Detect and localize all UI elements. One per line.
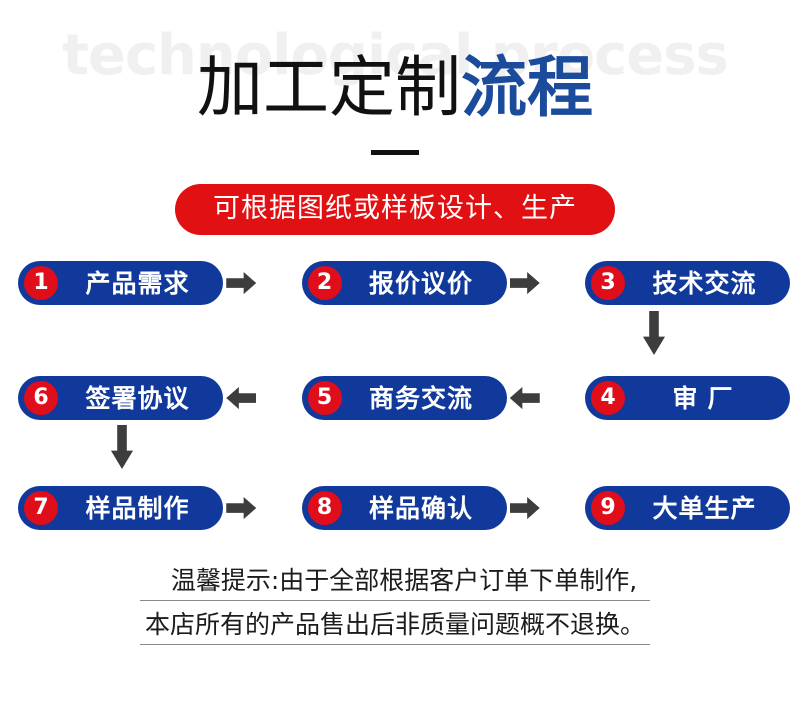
page-title-main: 加工定制 (197, 49, 461, 126)
banner-container: 可根据图纸或样板设计、生产 (0, 184, 790, 236)
connector-slot-1 (223, 271, 260, 295)
flow-row-3: 7 样品制作 8 样品确认 9 大单生产 (0, 484, 790, 532)
flow-step-6[interactable]: 6 签署协议 (18, 376, 223, 421)
page-title: 加工定制流程 (0, 55, 790, 121)
step-label-2: 报价议价 (368, 268, 473, 298)
flow-step-7[interactable]: 7 样品制作 (18, 486, 223, 531)
arrow-left-icon (226, 387, 257, 410)
footer-note-line-1: 温馨提示:由于全部根据客户订单下单制作, (140, 565, 650, 601)
connector-slot-4 (507, 386, 544, 410)
arrow-right-icon (226, 497, 257, 520)
flow-cell-1: 1 产品需求 (18, 261, 223, 306)
step-number-badge-8: 8 (307, 491, 342, 526)
flow-cell-2: 2 报价议价 (301, 261, 507, 306)
flow-cell-8: 8 样品确认 (301, 486, 507, 531)
watermark-text: technological process (62, 23, 729, 88)
arrow-down-icon (110, 425, 134, 470)
flow-step-9[interactable]: 9 大单生产 (585, 486, 790, 531)
page-title-accent: 流程 (461, 49, 593, 126)
flow-cell-3: 3 技术交流 (585, 261, 790, 306)
step-number-badge-2: 2 (307, 266, 342, 301)
flow-step-5[interactable]: 5 商务交流 (301, 376, 507, 421)
step-number-badge-4: 4 (591, 381, 625, 416)
step-label-9: 大单生产 (652, 493, 757, 523)
step-number-badge-6: 6 (24, 381, 58, 416)
flow-cell-6: 6 签署协议 (18, 376, 223, 421)
flow-step-3[interactable]: 3 技术交流 (585, 261, 790, 306)
flow-step-8[interactable]: 8 样品确认 (301, 486, 507, 531)
connector-slot-8 (507, 496, 544, 520)
step-label-3: 技术交流 (652, 268, 757, 298)
step-number-badge-1: 1 (24, 266, 58, 301)
footer-note-line-2: 本店所有的产品售出后非质量问题概不退换。 (140, 609, 650, 645)
step-number-badge-7: 7 (24, 491, 58, 526)
flow-cell-4: 4 审厂 (585, 376, 790, 421)
flow-cell-9: 9 大单生产 (585, 486, 790, 531)
page-header: technological process 加工定制流程 (0, 0, 790, 180)
arrow-right-icon (226, 272, 257, 295)
footer-note: 温馨提示:由于全部根据客户订单下单制作, 本店所有的产品售出后非质量问题概不退换… (0, 565, 790, 645)
flow-cell-5: 5 商务交流 (301, 376, 507, 421)
flow-step-2[interactable]: 2 报价议价 (301, 261, 507, 306)
step-number-badge-3: 3 (591, 266, 625, 301)
arrow-left-icon (509, 387, 540, 410)
step-label-5: 商务交流 (368, 383, 473, 413)
process-flow-diagram: 1 产品需求 2 报价议价 3 技术交流 6 (0, 259, 790, 549)
connector-slot-7 (223, 496, 260, 520)
flow-step-1[interactable]: 1 产品需求 (18, 261, 223, 306)
step-label-6: 签署协议 (85, 383, 190, 413)
title-divider-dash (371, 150, 419, 155)
flow-row-2: 6 签署协议 5 商务交流 4 审厂 (0, 374, 790, 422)
arrow-right-icon (509, 272, 540, 295)
step-label-8: 样品确认 (368, 493, 473, 523)
connector-slot-2 (507, 271, 544, 295)
step-number-badge-5: 5 (307, 381, 342, 416)
flow-cell-7: 7 样品制作 (18, 486, 223, 531)
step-label-7: 样品制作 (85, 493, 190, 523)
flow-row-1: 1 产品需求 2 报价议价 3 技术交流 (0, 259, 790, 307)
step-label-1: 产品需求 (85, 268, 190, 298)
step-number-badge-9: 9 (591, 491, 625, 526)
flow-step-4[interactable]: 4 审厂 (585, 376, 790, 421)
arrow-right-icon (509, 497, 540, 520)
step-label-4: 审厂 (672, 383, 743, 413)
arrow-down-icon (642, 311, 666, 356)
subtitle-banner: 可根据图纸或样板设计、生产 (175, 184, 615, 236)
connector-slot-5 (223, 386, 260, 410)
